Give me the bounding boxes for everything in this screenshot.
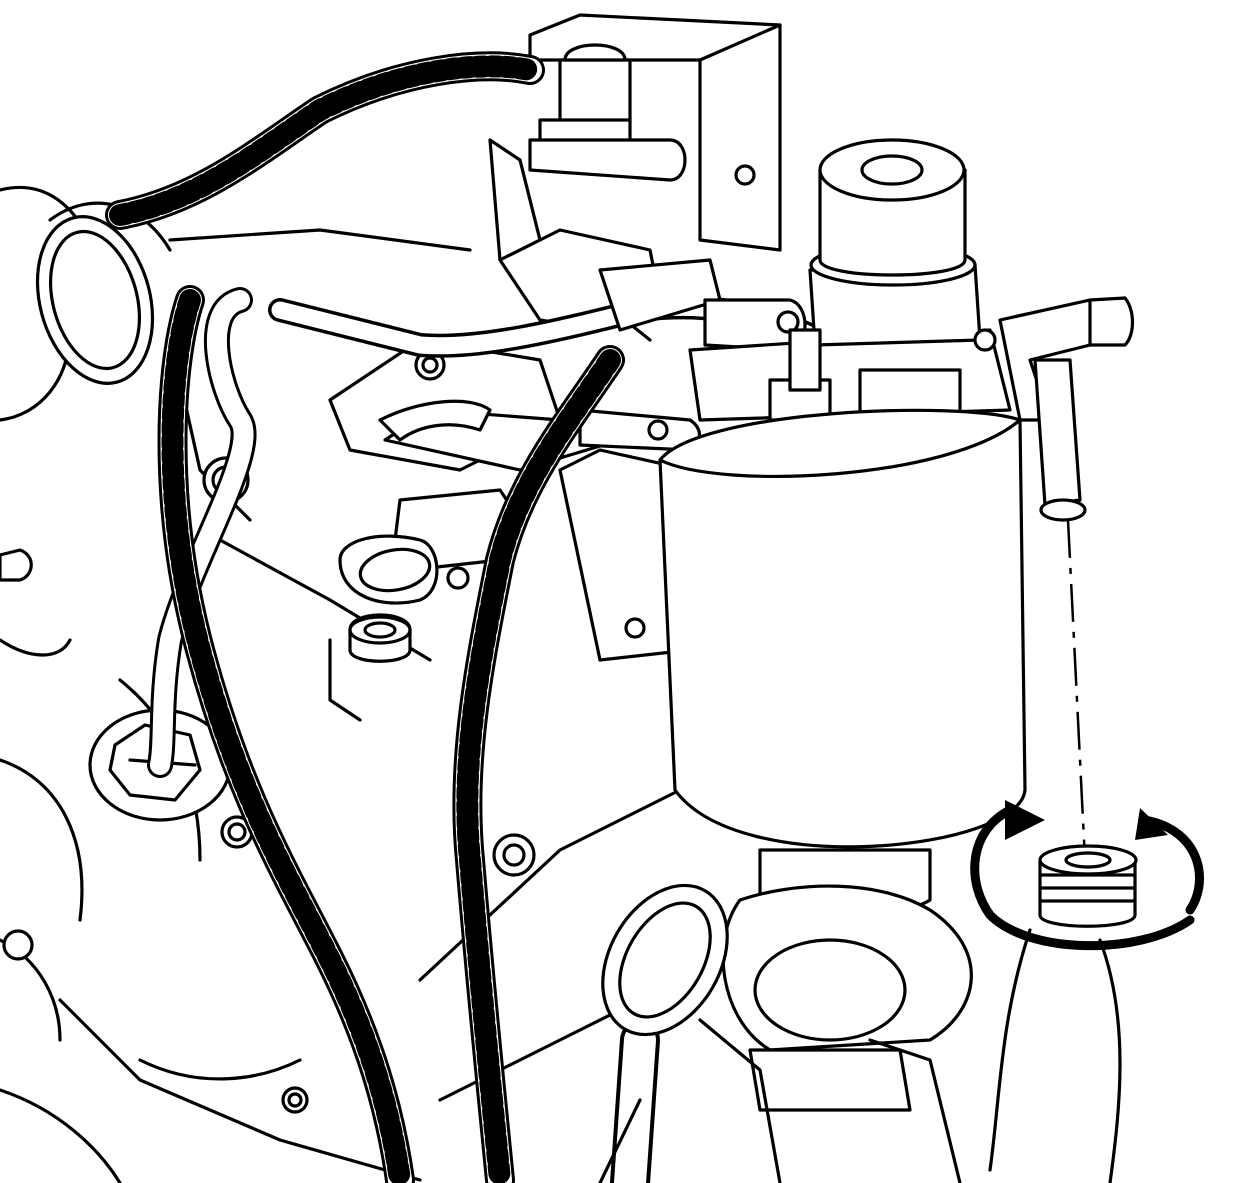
rotate-clockwise-arrows-icon [970,800,1204,1183]
drain-valve-ring [492,833,729,1183]
alignment-centerline [1066,519,1087,861]
left-cap-fitting [35,201,172,385]
wiring-looms [157,285,625,1183]
electrical-connector [338,488,522,605]
upper-fuel-tube [268,258,832,358]
fuel-line-tube-left [147,287,257,778]
upper-harness-loom [105,51,545,230]
fuel-filter-canister [658,408,1027,1112]
filter-head [688,138,1012,422]
lower-bracket-detail [598,1018,962,1183]
drain-plug [1038,844,1138,928]
upper-mount-block [528,13,782,252]
elbow-drain-fitting [998,296,1135,522]
